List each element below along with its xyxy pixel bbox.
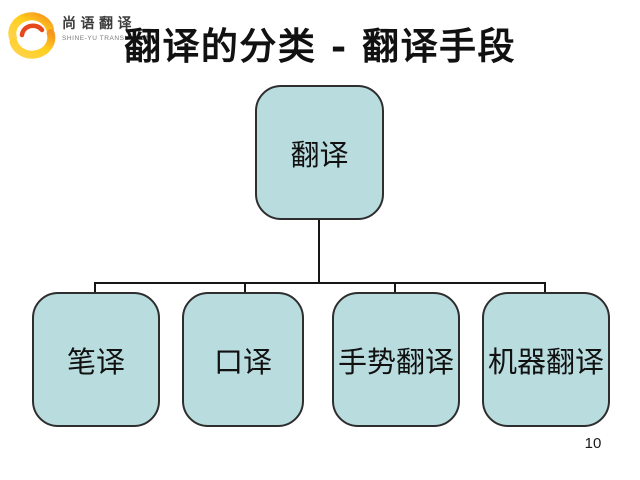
node-sign-language-translation: 手势翻译 [332, 292, 460, 427]
connector-horizontal [94, 282, 546, 284]
logo-subtitle: SHINE-YU TRANSLATION [62, 35, 151, 42]
logo-text: 尚语翻译 SHINE-YU TRANSLATION [62, 13, 151, 42]
node-translation-root: 翻译 [255, 85, 384, 220]
connector-stub-4 [544, 282, 546, 293]
logo-swirl-icon [8, 12, 56, 59]
node-machine-translation: 机器翻译 [482, 292, 610, 427]
slide-title: 翻译的分类 - 翻译手段 [123, 24, 517, 68]
page-number: 10 [584, 435, 602, 452]
connector-stub-3 [394, 282, 396, 293]
logo-name: 尚语翻译 [62, 16, 136, 32]
node-interpretation: 口译 [182, 292, 304, 427]
logo: 尚语翻译 SHINE-YU TRANSLATION [7, 7, 151, 61]
connector-stub-1 [94, 282, 96, 293]
connector-stub-2 [244, 282, 246, 293]
node-written-translation: 笔译 [32, 292, 160, 427]
connector-root-vertical [318, 220, 320, 284]
